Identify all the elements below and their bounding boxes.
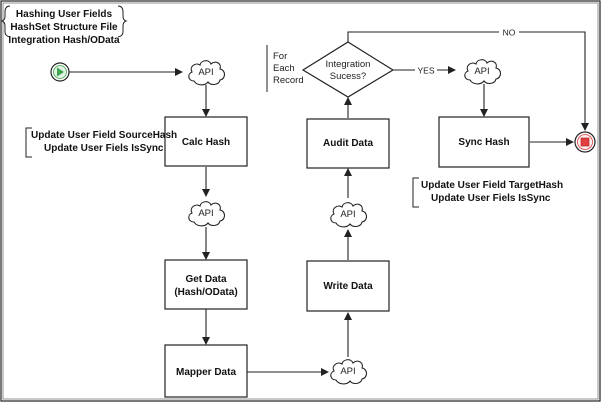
stop-icon — [580, 137, 590, 147]
sync-note-line-1: Update User Field TargetHash — [421, 180, 563, 191]
for-each-annotation: For Each Record — [266, 45, 304, 92]
title-line-1: Hashing User Fields — [16, 9, 113, 20]
start-node — [50, 62, 70, 82]
sync-note-line-2: Update User Fiels IsSync — [431, 193, 551, 204]
title-annotation: Hashing User Fields HashSet Structure Fi… — [0, 5, 128, 46]
decision-label-1: Integration — [326, 59, 371, 70]
api-cloud-after-yes: API — [464, 59, 502, 85]
calc-hash-label: Calc Hash — [182, 137, 230, 148]
get-data-label-2: (Hash/OData) — [174, 287, 237, 298]
mapper-data-box: Mapper Data — [164, 344, 248, 398]
calc-hash-box: Calc Hash — [164, 116, 248, 167]
get-data-box: Get Data (Hash/OData) — [164, 259, 248, 310]
calc-note-line-1: Update User Field SourceHash — [31, 130, 177, 141]
decision-label-2: Sucess? — [330, 71, 366, 82]
end-node — [574, 131, 596, 153]
sync-hash-label: Sync Hash — [458, 137, 509, 148]
no-label: NO — [503, 28, 516, 38]
calc-note-line-2: Update User Fiels IsSync — [44, 143, 164, 154]
api-cloud-top: API — [188, 60, 226, 86]
write-data-box: Write Data — [306, 260, 390, 312]
api-label: API — [340, 209, 355, 220]
play-icon — [57, 67, 64, 77]
edge-no — [347, 31, 589, 131]
for-each-line-3: Record — [273, 75, 304, 86]
title-line-2: HashSet Structure File — [10, 22, 118, 33]
audit-data-label: Audit Data — [323, 138, 373, 149]
api-cloud-after-mapper: API — [330, 359, 368, 385]
api-cloud-after-calc: API — [188, 201, 226, 227]
api-cloud-after-write: API — [330, 202, 368, 228]
no-label-bg — [499, 26, 519, 38]
write-data-label: Write Data — [323, 281, 373, 292]
for-each-line-2: Each — [273, 63, 295, 74]
api-label: API — [340, 366, 355, 377]
for-each-line-1: For — [273, 51, 287, 62]
api-label: API — [198, 208, 213, 219]
sync-hash-box: Sync Hash — [438, 116, 530, 168]
calc-hash-note: Update User Field SourceHash Update User… — [25, 127, 177, 158]
yes-label: YES — [417, 66, 434, 76]
title-line-3: Integration Hash/OData — [8, 35, 120, 46]
frame-inner-border — [2, 2, 599, 400]
yes-label-bg — [415, 64, 437, 76]
sync-hash-note: Update User Field TargetHash Update User… — [412, 177, 563, 208]
api-label: API — [474, 66, 489, 77]
get-data-label-1: Get Data — [185, 274, 227, 285]
integration-decision: Integration Sucess? — [301, 41, 395, 98]
mapper-data-label: Mapper Data — [176, 367, 236, 378]
connectors — [69, 31, 589, 376]
api-label: API — [198, 67, 213, 78]
audit-data-box: Audit Data — [306, 118, 390, 169]
